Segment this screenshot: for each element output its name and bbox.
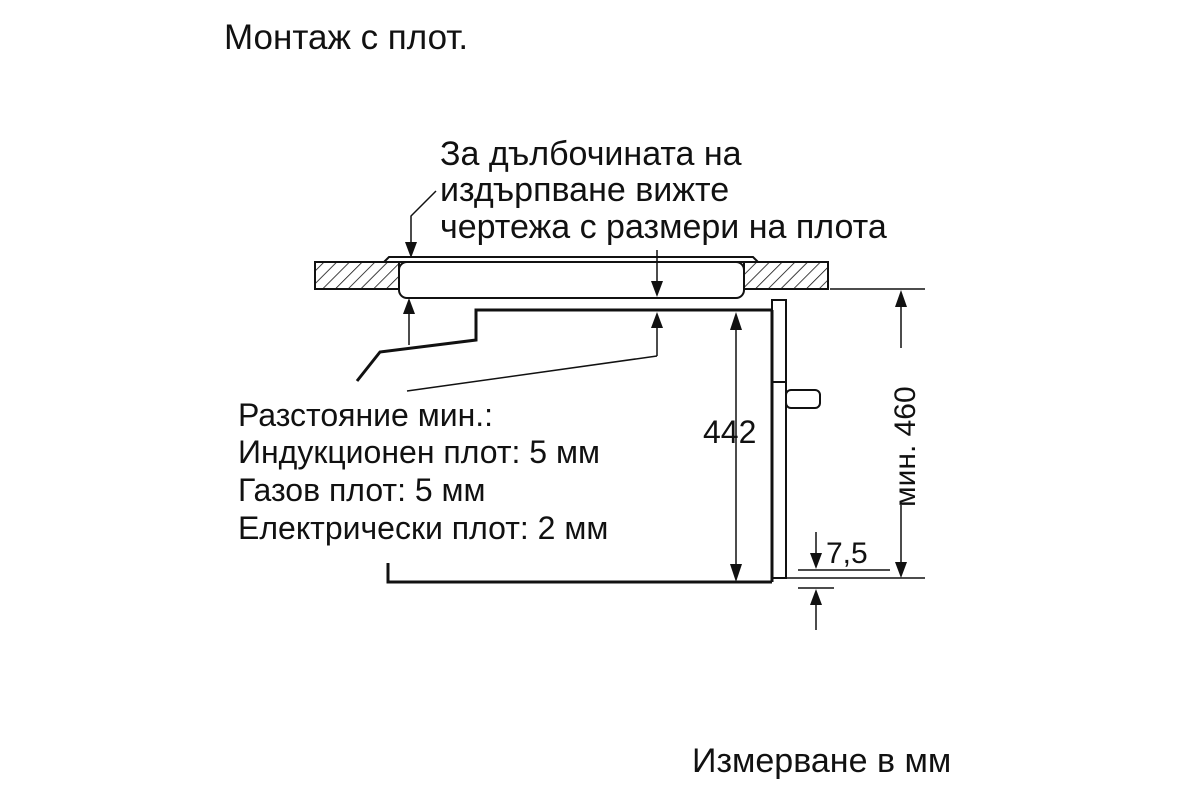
countertop-gap-arrow-left — [403, 298, 415, 345]
countertop-left — [314, 261, 400, 290]
note-line-1: За дълбочината на — [440, 135, 742, 173]
cooktop-gap-arrow-top — [651, 250, 663, 297]
oven-control-panel — [771, 299, 787, 383]
oven-door — [771, 381, 787, 579]
oven-gap-arrow — [651, 312, 663, 356]
oven-front — [771, 299, 821, 579]
dimension-442: 442 — [703, 312, 756, 582]
distance-line-4: Електрически плот: 2 мм — [238, 510, 608, 546]
cooktop — [383, 256, 759, 299]
note-line-3: чертежа с размери на плота — [440, 208, 887, 246]
min-distances: Разстояние мин.: Индукционен плот: 5 мм … — [238, 397, 608, 546]
distance-line-2: Индукционен плот: 5 мм — [238, 434, 600, 470]
dimension-7-5-label: 7,5 — [826, 537, 868, 570]
dimension-min-460-label: мин. 460 — [889, 386, 922, 507]
dimension-7-5: 7,5 — [798, 532, 890, 630]
diagram-title: Монтаж с плот. — [224, 18, 468, 57]
unit-note: Измерване в мм — [692, 742, 951, 780]
distance-line-1: Разстояние мин.: — [238, 397, 493, 433]
note-line-2: издърпване вижте — [440, 171, 729, 209]
dimension-min-460: мин. 460 — [786, 288, 925, 579]
countertop — [314, 261, 829, 290]
oven-knob — [785, 389, 821, 409]
dimension-442-label: 442 — [703, 414, 756, 450]
note-leader-arrow — [405, 190, 437, 258]
cooktop-note: За дълбочината на издърпване вижте черте… — [440, 135, 887, 246]
distance-line-3: Газов плот: 5 мм — [238, 472, 486, 508]
countertop-right — [743, 261, 829, 290]
